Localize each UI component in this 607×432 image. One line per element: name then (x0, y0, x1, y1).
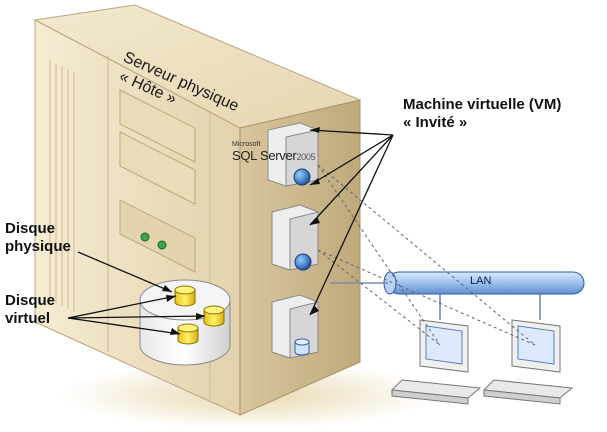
power-led-2 (157, 240, 167, 250)
arrowhead (162, 285, 172, 292)
virtual-disk-2 (203, 305, 225, 327)
sql-brand-text: Microsoft (232, 141, 261, 148)
arrowhead (310, 178, 320, 185)
phys-disk-label: Disque physique (5, 220, 71, 256)
vm-label-arrows (309, 129, 394, 316)
globe-icon (294, 253, 312, 271)
arrowhead (166, 295, 176, 302)
drive-bay-1 (119, 89, 196, 163)
vm-database (271, 294, 319, 359)
vent-grille (49, 60, 75, 312)
sql-server-logo: SQL Server2005 (232, 148, 316, 163)
virt-disk-label: Disque virtuel (5, 292, 55, 328)
sql-name-text: SQL Server (232, 148, 297, 163)
arrowhead (310, 127, 320, 133)
vm-sql-server (267, 122, 319, 187)
vm-label: Machine virtuelle (VM) « Invité » (403, 96, 561, 132)
virtual-disk-3 (177, 323, 199, 345)
drive-bay-2 (119, 131, 196, 205)
virt-disk-label-line1: Disque (5, 292, 56, 309)
arrowhead (310, 306, 319, 315)
vm-web (271, 204, 319, 271)
phys-disk-arrow (77, 251, 173, 293)
database-icon (294, 338, 310, 356)
client-computer-2 (482, 319, 574, 405)
physical-disk (139, 279, 231, 366)
phys-disk-label-line2: physique (5, 238, 71, 255)
lan-network (330, 271, 585, 320)
sql-year-text: 2005 (296, 152, 316, 162)
vm-label-line2: « Invité » (403, 114, 468, 131)
drive-bay-3 (119, 199, 196, 273)
arrowhead (310, 217, 320, 225)
client-computer-1 (390, 319, 482, 405)
globe-icon (293, 168, 311, 186)
phys-disk-label-line1: Disque (5, 220, 56, 237)
vm-label-line1: Machine virtuelle (VM) (403, 96, 562, 113)
power-led-1 (140, 232, 150, 242)
virt-disk-arrows (67, 295, 206, 335)
arrowhead (196, 313, 205, 320)
lan-label: LAN (470, 275, 492, 287)
virtual-disk-1 (174, 285, 196, 307)
virt-disk-label-line2: virtuel (5, 310, 51, 327)
arrowhead (170, 328, 180, 335)
